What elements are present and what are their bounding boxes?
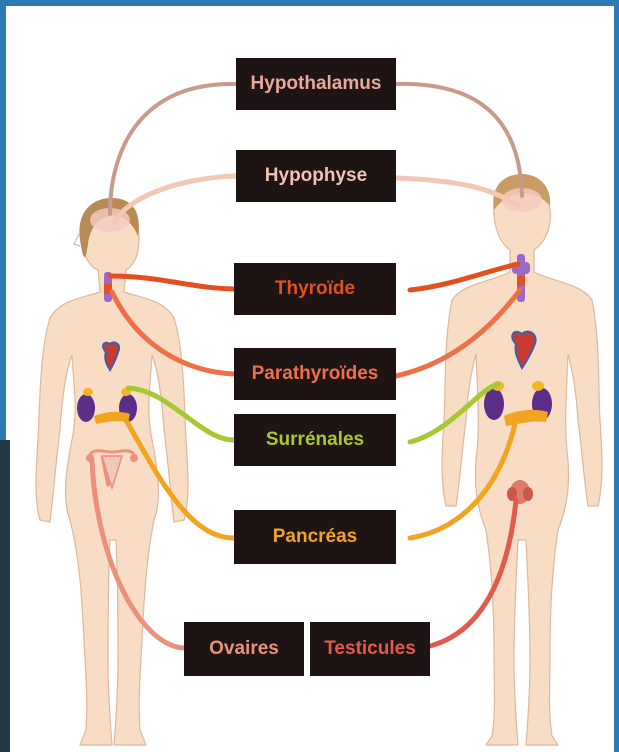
label-box-parathyroides: Parathyroïdes [234,348,396,400]
label-thyroide: Thyroïde [275,278,355,300]
label-box-thyroide: Thyroïde [234,263,396,315]
label-box-pancreas: Pancréas [234,510,396,564]
label-parathyroides: Parathyroïdes [252,363,379,385]
label-testicules: Testicules [324,638,416,660]
male-body [442,174,602,745]
label-box-ovaires: Ovaires [184,622,304,676]
female-kidney-left [77,394,95,422]
label-ovaires: Ovaires [209,638,279,660]
label-box-hypothalamus: Hypothalamus [236,58,396,110]
connector-thyroide-left [110,276,234,289]
label-surrenales: Surrénales [266,429,364,451]
label-box-hypophyse: Hypophyse [236,150,396,202]
label-pancreas: Pancréas [273,526,358,548]
label-hypophyse: Hypophyse [265,165,367,187]
label-box-testicules: Testicules [310,622,430,676]
connector-hypothalamus-left [110,84,236,214]
label-box-surrenales: Surrénales [234,414,396,466]
label-hypothalamus: Hypothalamus [251,73,382,95]
